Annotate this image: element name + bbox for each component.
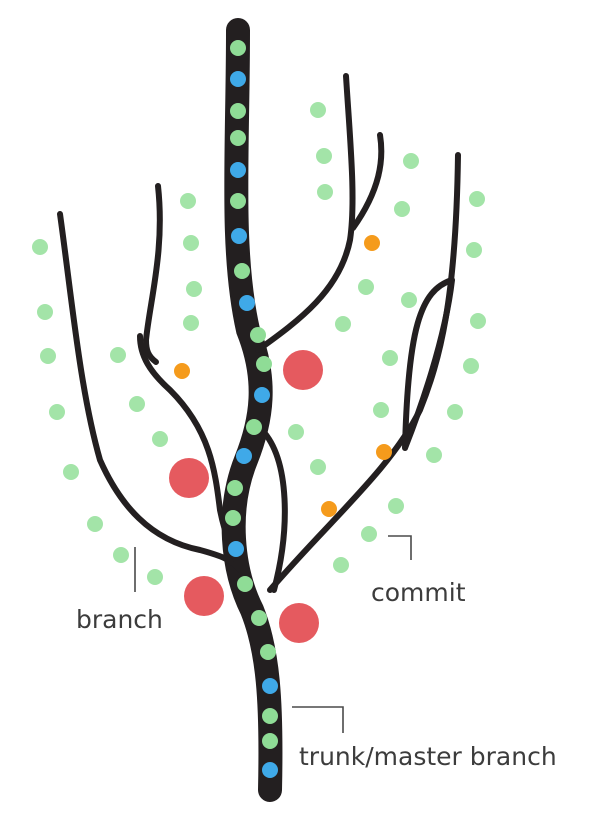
branch-right-middle [259, 427, 288, 593]
commit-dot-orange [376, 444, 392, 460]
commit-dot [333, 557, 349, 573]
branch-left-middle [137, 333, 249, 583]
commit-dot [310, 102, 326, 118]
trunk-commit [236, 448, 252, 464]
trunk-commit [230, 103, 246, 119]
commit-dot [470, 313, 486, 329]
commit-dot [463, 358, 479, 374]
commit-dot [401, 292, 417, 308]
trunk-commit [239, 295, 255, 311]
commit-dot [152, 431, 168, 447]
commit-leader-line [388, 535, 412, 560]
commit-dot [110, 347, 126, 363]
commit-dot-orange [174, 363, 190, 379]
commit-dot [394, 201, 410, 217]
commit-dot [317, 184, 333, 200]
commit-dot [358, 279, 374, 295]
commit-dot [403, 153, 419, 169]
branch-right-loop [402, 277, 455, 451]
branch-left-outer [57, 211, 243, 573]
trunk-commit [246, 419, 262, 435]
commit-dot [113, 547, 129, 563]
commit-dot-orange [321, 501, 337, 517]
commit-dot [63, 464, 79, 480]
trunk-commit [262, 733, 278, 749]
commit-dot [466, 242, 482, 258]
commit-dot [49, 404, 65, 420]
commit-dot [469, 191, 485, 207]
trunk-commit [260, 644, 276, 660]
commit-dot [310, 459, 326, 475]
trunk-label: trunk/master branch [299, 742, 557, 771]
branch-right-top-fork [350, 132, 385, 231]
branch-right-top [255, 73, 356, 353]
trunk-commit [256, 356, 272, 372]
commit-dot [447, 404, 463, 420]
commit-dot [186, 281, 202, 297]
commit-dot [147, 569, 163, 585]
commit-dot [361, 526, 377, 542]
trunk-commit [237, 576, 253, 592]
trunk-commit [251, 610, 267, 626]
commit-dot [388, 498, 404, 514]
commit-dot [316, 148, 332, 164]
commit-dot [335, 316, 351, 332]
trunk-commit [230, 162, 246, 178]
commit-dot [183, 235, 199, 251]
branch-left-inner [143, 183, 163, 365]
branch-label: branch [76, 605, 163, 634]
commit-dot [288, 424, 304, 440]
trunk-commit [230, 71, 246, 87]
trunk-commit [230, 193, 246, 209]
commit-dot [426, 447, 442, 463]
trunk-commit [230, 130, 246, 146]
commit-dot-orange [364, 235, 380, 251]
commit-dot [373, 402, 389, 418]
orange-commits [174, 235, 392, 517]
fruit [283, 350, 323, 390]
commit-dot [129, 396, 145, 412]
commit-dot [382, 350, 398, 366]
trunk-commit [227, 480, 243, 496]
trunk-commit [230, 40, 246, 56]
trunk-commit [262, 762, 278, 778]
commit-label: commit [371, 578, 466, 607]
commit-dot [180, 193, 196, 209]
trunk-commit [262, 708, 278, 724]
commit-dot [32, 239, 48, 255]
trunk-commits [225, 40, 278, 778]
commit-dot [87, 516, 103, 532]
trunk-commit [250, 327, 266, 343]
trunk-commit [228, 541, 244, 557]
trunk-commit [262, 678, 278, 694]
leader-lines [134, 535, 412, 733]
trunk-commit [231, 228, 247, 244]
branch-commits [32, 102, 486, 585]
fruit [169, 458, 209, 498]
fruit [279, 603, 319, 643]
commit-dot [40, 348, 56, 364]
trunk-commit [254, 387, 270, 403]
commit-dot [37, 304, 53, 320]
trunk-commit [234, 263, 250, 279]
commit-dot [183, 315, 199, 331]
trunk-leader-line [292, 706, 344, 733]
fruit [184, 576, 224, 616]
fruits [169, 350, 323, 643]
right-branches [255, 73, 461, 593]
trunk-commit [225, 510, 241, 526]
